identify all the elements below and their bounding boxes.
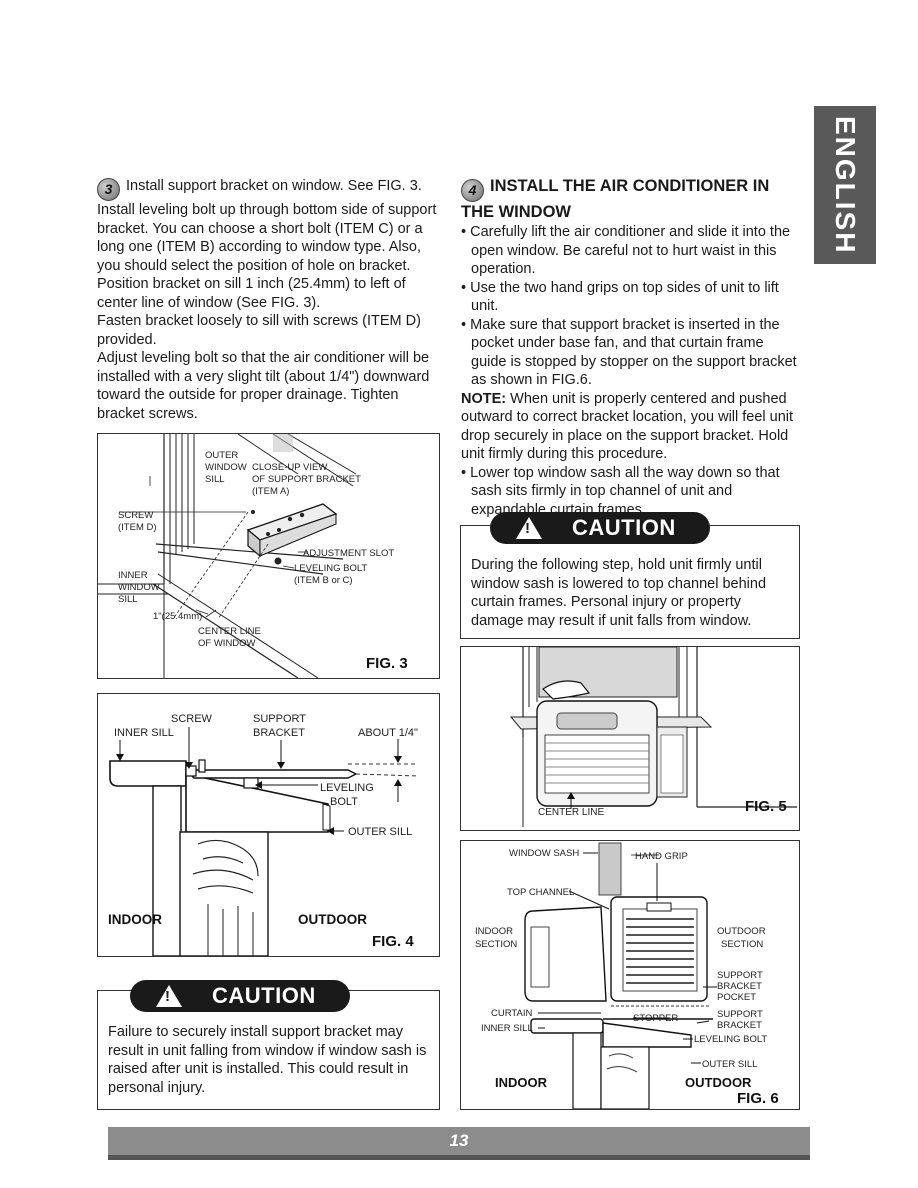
left-caution-title: CAUTION bbox=[212, 983, 316, 1008]
fig4-label-support: SUPPORT bbox=[253, 713, 306, 725]
fig6-label-window-sash: WINDOW SASH bbox=[509, 848, 579, 859]
right-caution-box bbox=[460, 525, 800, 639]
footer-bar: 13 bbox=[108, 1127, 810, 1155]
fig6-label-pocket-2: BRACKET bbox=[717, 981, 762, 992]
fig5-box: CENTER LINE FIG. 5 bbox=[460, 646, 800, 831]
fig6-label-indoor: INDOOR bbox=[495, 1075, 548, 1090]
fig4-label-about: ABOUT 1/4" bbox=[358, 727, 418, 739]
fig3-illustration: OUTER WINDOW SILL CLOSE-UP VIEW OF SUPPO… bbox=[98, 433, 408, 679]
fig6-caption: FIG. 6 bbox=[737, 1090, 779, 1107]
fig4-label-bolt: BOLT bbox=[330, 796, 358, 808]
fig3-label-adjustment-slot: ADJUSTMENT SLOT bbox=[303, 548, 394, 559]
step4-bullet-3: • Make sure that support bracket is inse… bbox=[461, 316, 797, 389]
fig3-label-of-support: OF SUPPORT BRACKET bbox=[252, 474, 361, 485]
fig3-label-inner-window: WINDOW bbox=[118, 582, 160, 593]
step3-number-icon: 3 bbox=[97, 178, 120, 201]
fig6-label-outdoor: OUTDOOR bbox=[685, 1075, 752, 1090]
fig3-label-outer: OUTER bbox=[205, 450, 238, 461]
fig3-box: OUTER WINDOW SILL CLOSE-UP VIEW OF SUPPO… bbox=[97, 433, 440, 679]
fig6-label-pocket-1: SUPPORT bbox=[717, 970, 763, 981]
step4-note: NOTE: When unit is properly centered and… bbox=[461, 390, 794, 463]
left-caution-badge: ! CAUTION bbox=[130, 980, 350, 1012]
step3-line-4: Fasten bracket loosely to sill with scre… bbox=[97, 313, 421, 348]
fig6-label-indoor-section-2: SECTION bbox=[475, 939, 517, 950]
right-caution-badge: ! CAUTION bbox=[490, 512, 710, 544]
fig6-label-indoor-section: INDOOR bbox=[475, 926, 513, 937]
fig3-label-leveling-bolt: LEVELING BOLT bbox=[294, 563, 367, 574]
fig3-label-center-line: CENTER LINE bbox=[198, 626, 261, 637]
fig4-box: SCREW SUPPORT BRACKET INNER SILL ABOUT 1… bbox=[97, 693, 440, 957]
fig4-label-inner-sill: INNER SILL bbox=[114, 727, 174, 739]
fig3-label-sill: SILL bbox=[205, 474, 225, 485]
fig6-label-pocket-3: POCKET bbox=[717, 992, 756, 1003]
fig3-label-item-d: (ITEM D) bbox=[118, 522, 157, 533]
step4-bullet-1: • Carefully lift the air conditioner and… bbox=[461, 224, 791, 277]
warning-triangle-icon: ! bbox=[156, 985, 182, 1007]
footer-rule bbox=[108, 1155, 810, 1160]
fig6-label-curtain: CURTAIN bbox=[491, 1008, 532, 1019]
step4-bullet-4: • Lower top window sash all the way down… bbox=[461, 464, 780, 518]
step4-number-icon: 4 bbox=[461, 179, 484, 202]
fig4-label-outdoor: OUTDOOR bbox=[298, 912, 367, 927]
fig4-label-screw: SCREW bbox=[171, 713, 213, 725]
step3-line-5: Adjust leveling bolt so that the air con… bbox=[97, 350, 430, 422]
left-caution-text: Failure to securely install support brac… bbox=[108, 1024, 427, 1096]
fig5-illustration: CENTER LINE FIG. 5 bbox=[509, 646, 797, 827]
fig5-caption: FIG. 5 bbox=[745, 798, 787, 815]
step3-line-2: Install leveling bolt up through bottom … bbox=[97, 202, 437, 274]
fig3-label-inch: 1"(25.4mm) bbox=[153, 611, 202, 622]
fig3-label-item-bc: (ITEM B or C) bbox=[294, 575, 353, 586]
warning-triangle-icon: ! bbox=[516, 517, 542, 539]
fig3-label-screw: SCREW bbox=[118, 510, 153, 521]
step3-line-3: Position bracket on sill 1 inch (25.4mm)… bbox=[97, 276, 406, 311]
language-tab: ENGLISH bbox=[814, 106, 876, 264]
fig6-label-inner-sill: INNER SILL bbox=[481, 1023, 533, 1034]
fig3-caption: FIG. 3 bbox=[366, 655, 408, 672]
fig6-label-leveling-bolt: LEVELING BOLT bbox=[694, 1034, 767, 1045]
fig6-label-stopper: STOPPER bbox=[633, 1013, 678, 1024]
fig4-label-bracket: BRACKET bbox=[253, 727, 305, 739]
fig4-caption: FIG. 4 bbox=[372, 933, 414, 950]
fig3-label-inner: INNER bbox=[118, 570, 148, 581]
fig4-illustration: SCREW SUPPORT BRACKET INNER SILL ABOUT 1… bbox=[108, 713, 418, 957]
fig6-label-outdoor-section: OUTDOOR bbox=[717, 926, 766, 937]
fig4-label-outer-sill: OUTER SILL bbox=[348, 826, 412, 838]
fig6-label-hand-grip: HAND GRIP bbox=[635, 851, 688, 862]
fig6-label-outer-sill: OUTER SILL bbox=[702, 1059, 757, 1070]
fig3-label-of-window: OF WINDOW bbox=[198, 638, 256, 649]
fig5-label-center-line: CENTER LINE bbox=[538, 807, 604, 818]
fig3-label-window: WINDOW bbox=[205, 462, 247, 473]
fig3-label-item-a: (ITEM A) bbox=[252, 486, 289, 497]
fig6-label-outdoor-section-2: SECTION bbox=[721, 939, 763, 950]
fig6-illustration: WINDOW SASH HAND GRIP TOP CHANNEL INDOOR… bbox=[475, 842, 779, 1110]
fig4-label-indoor: INDOOR bbox=[108, 912, 162, 927]
page-number: 13 bbox=[449, 1131, 469, 1150]
fig6-box: WINDOW SASH HAND GRIP TOP CHANNEL INDOOR… bbox=[460, 840, 800, 1110]
fig3-label-inner-sill: SILL bbox=[118, 594, 138, 605]
right-caution-title: CAUTION bbox=[572, 515, 676, 540]
fig6-label-top-channel: TOP CHANNEL bbox=[507, 887, 574, 898]
language-tab-label: ENGLISH bbox=[830, 115, 861, 255]
fig6-label-support: SUPPORT bbox=[717, 1009, 763, 1020]
fig6-label-bracket: BRACKET bbox=[717, 1020, 762, 1031]
right-caution-text: During the following step, hold unit fir… bbox=[471, 557, 767, 629]
fig3-label-closeup: CLOSE-UP VIEW bbox=[252, 462, 327, 473]
step4-bullet-2: • Use the two hand grips on top sides of… bbox=[461, 279, 779, 315]
fig4-label-leveling: LEVELING bbox=[320, 782, 374, 794]
